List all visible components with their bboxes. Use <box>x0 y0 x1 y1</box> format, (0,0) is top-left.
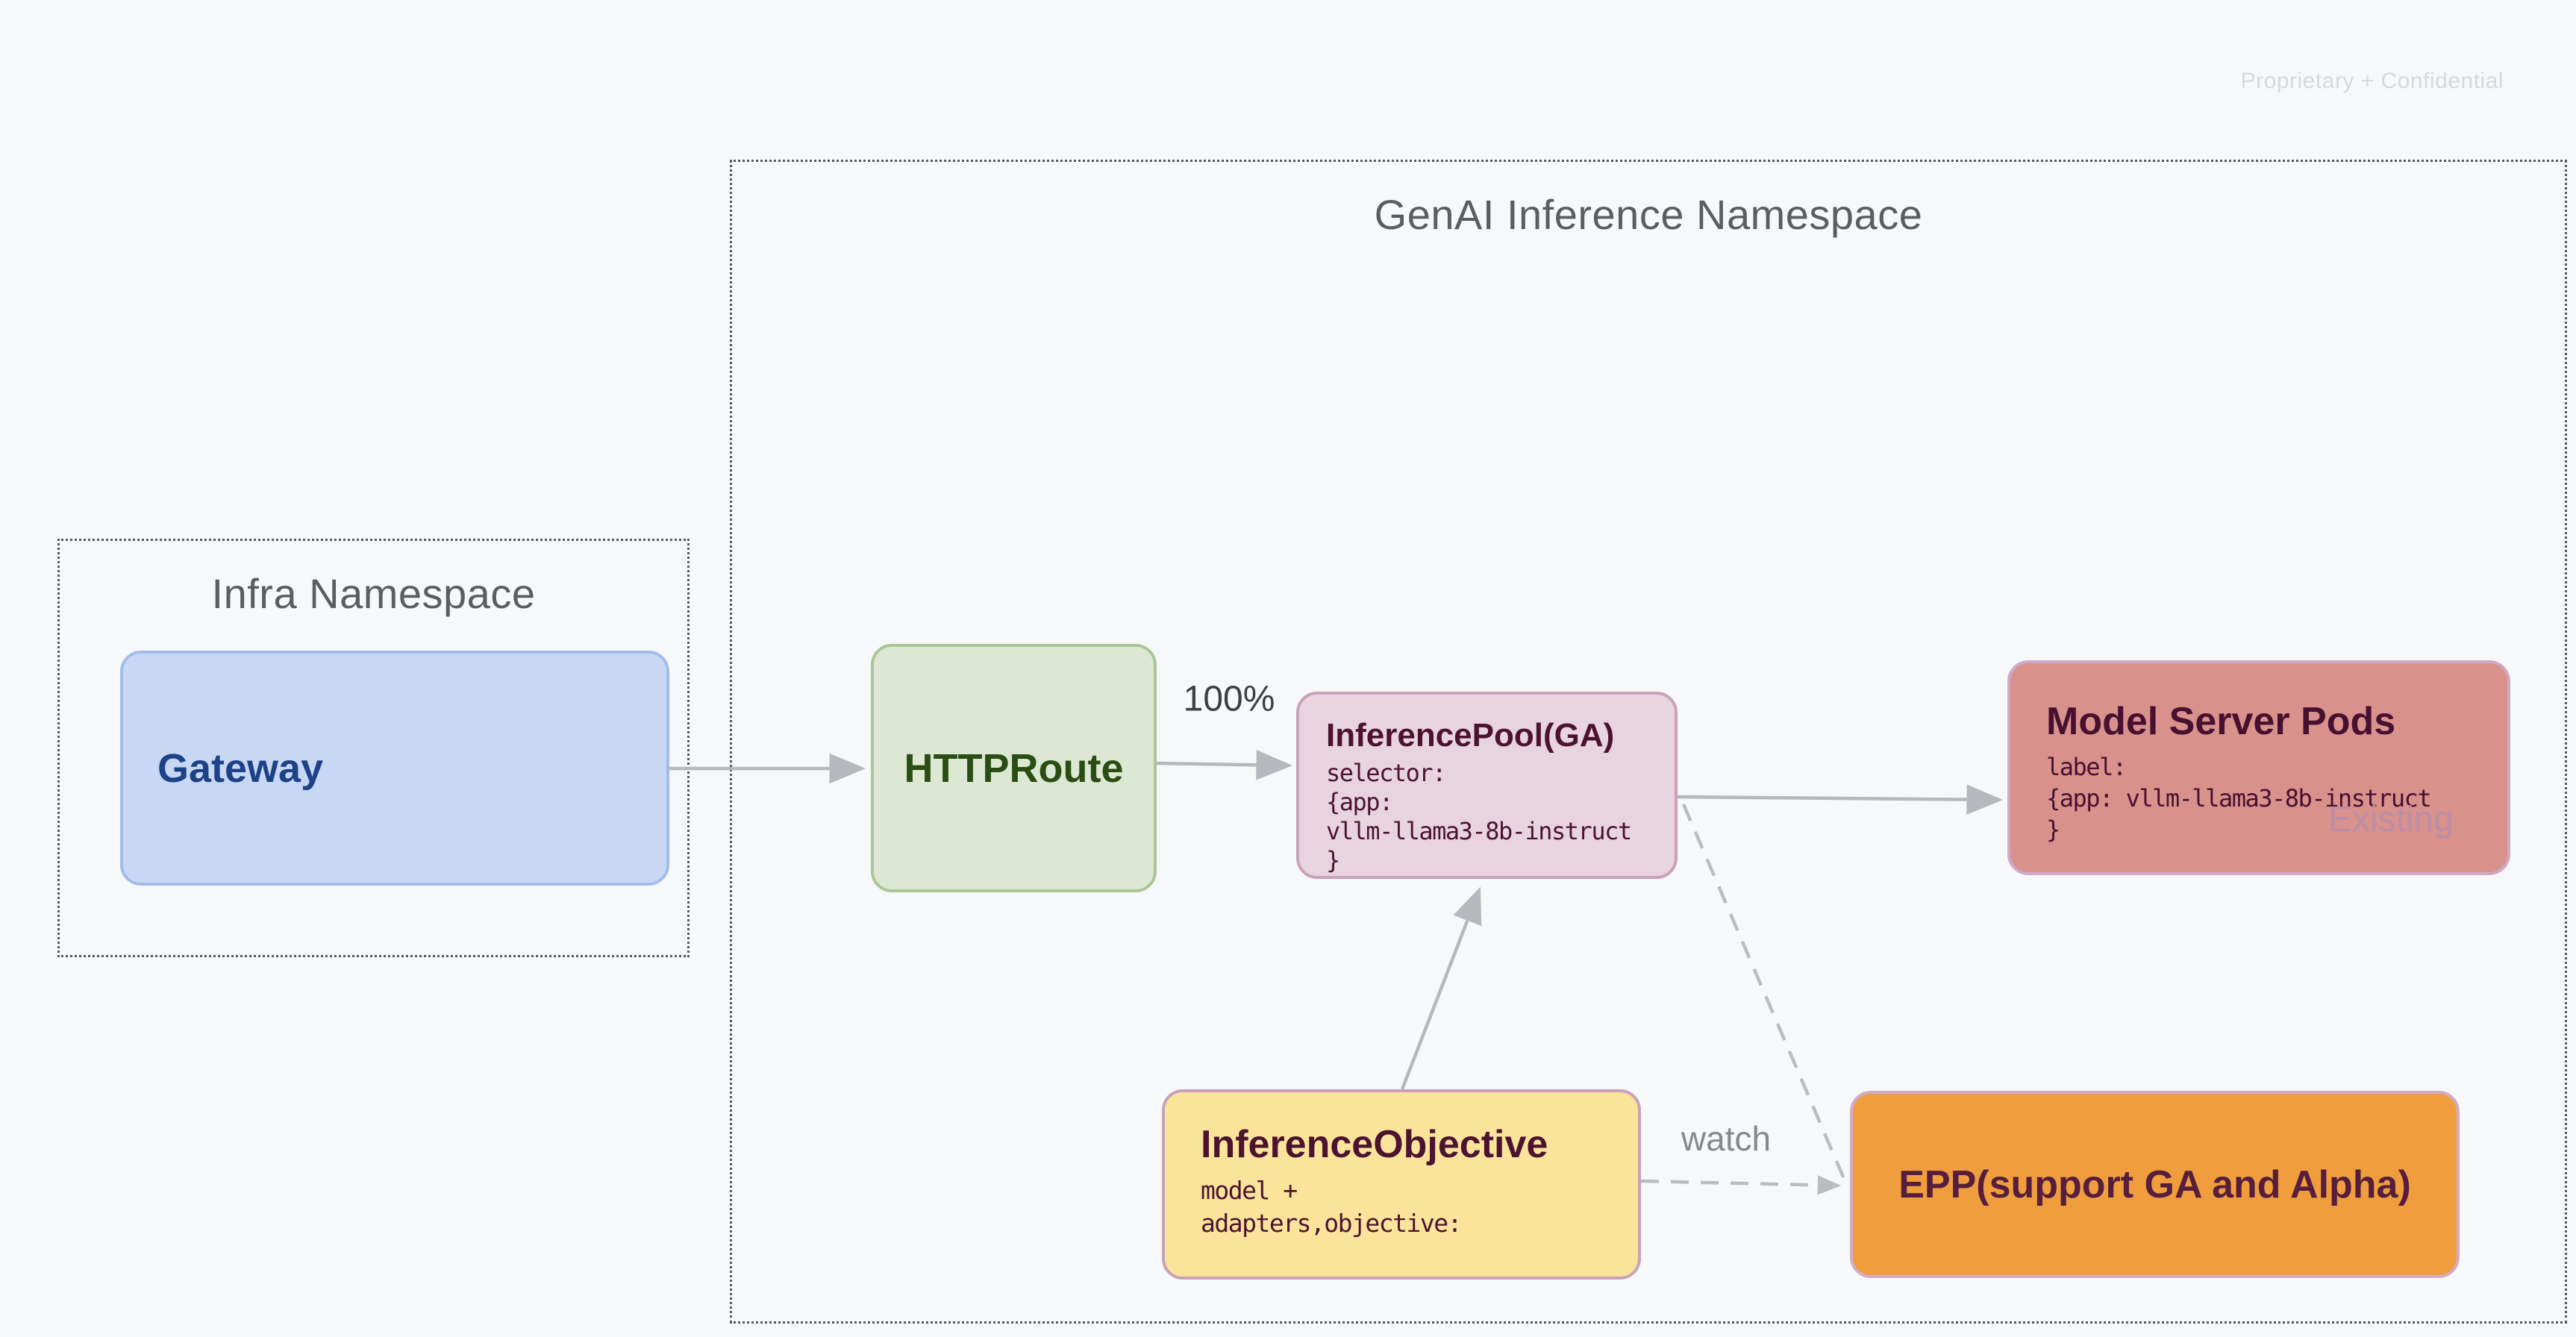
inferencepool-node: InferencePool(GA) selector: {app: vllm-l… <box>1296 692 1678 879</box>
epp-node: EPP(support GA and Alpha) <box>1850 1091 2460 1278</box>
inferencepool-title: InferencePool(GA) <box>1326 717 1615 754</box>
existing-tag: Existing <box>2328 800 2454 839</box>
infra-namespace-frame: Infra Namespace <box>57 539 690 957</box>
httproute-title: HTTPRoute <box>904 745 1124 791</box>
httproute-node: HTTPRoute <box>871 644 1157 892</box>
modelserverpods-title: Model Server Pods <box>2046 700 2396 743</box>
inferencepool-app-open-line: {app: <box>1326 788 1393 816</box>
inferencepool-close-brace-line: } <box>1326 846 1340 874</box>
inferenceobjective-title: InferenceObjective <box>1201 1123 1548 1166</box>
inferenceobjective-node: InferenceObjective model + adapters,obje… <box>1162 1089 1641 1280</box>
modelserverpods-node: Model Server Pods label: {app: vllm-llam… <box>2007 660 2510 875</box>
epp-title: EPP(support GA and Alpha) <box>1898 1162 2411 1206</box>
infra-namespace-title: Infra Namespace <box>211 570 536 617</box>
inferencepool-selector-line: selector: <box>1326 759 1446 787</box>
watch-label: watch <box>1681 1119 1772 1158</box>
confidential-note: Proprietary + Confidential <box>2240 69 2504 93</box>
gateway-title: Gateway <box>157 745 324 791</box>
modelserverpods-close-brace-line: } <box>2046 815 2060 844</box>
modelserverpods-label-line: label: <box>2046 753 2127 781</box>
genai-namespace-title: GenAI Inference Namespace <box>1374 191 1923 238</box>
gateway-node: Gateway <box>120 651 669 886</box>
modelserverpods-app-line: {app: vllm-llama3-8b-instruct <box>2046 784 2432 812</box>
genai-namespace-frame: GenAI Inference Namespace <box>730 160 2567 1324</box>
traffic-weight-label: 100% <box>1183 679 1275 719</box>
inferenceobjective-adapters-line: adapters,objective: <box>1201 1209 1463 1238</box>
inferenceobjective-model-line: model + <box>1201 1176 1298 1205</box>
inferencepool-app-value-line: vllm-llama3-8b-instruct <box>1326 817 1632 845</box>
